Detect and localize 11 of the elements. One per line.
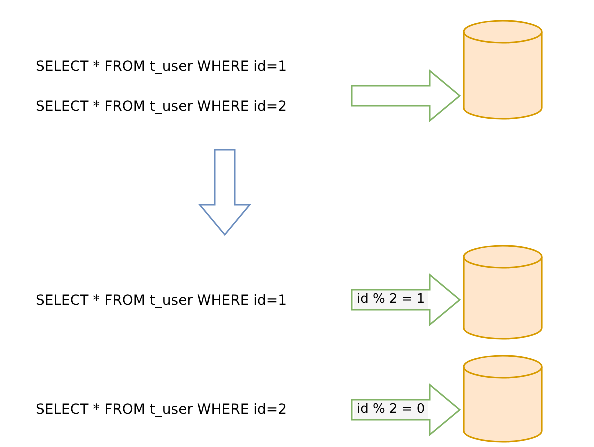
sql-query: SELECT * FROM t_user WHERE id=2	[36, 98, 288, 116]
database-cylinder	[463, 20, 543, 120]
database-cylinder	[463, 245, 543, 340]
sql-query: SELECT * FROM t_user WHERE id=1	[36, 58, 288, 76]
block-arrow	[351, 69, 462, 123]
database-cylinder	[463, 355, 543, 443]
sql-query: SELECT * FROM t_user WHERE id=2	[36, 401, 288, 419]
sql-query: SELECT * FROM t_user WHERE id=1	[36, 292, 288, 310]
edge-label: id % 2 = 1	[354, 291, 428, 309]
edge-label: id % 2 = 0	[354, 401, 428, 419]
block-arrow	[198, 149, 252, 236]
